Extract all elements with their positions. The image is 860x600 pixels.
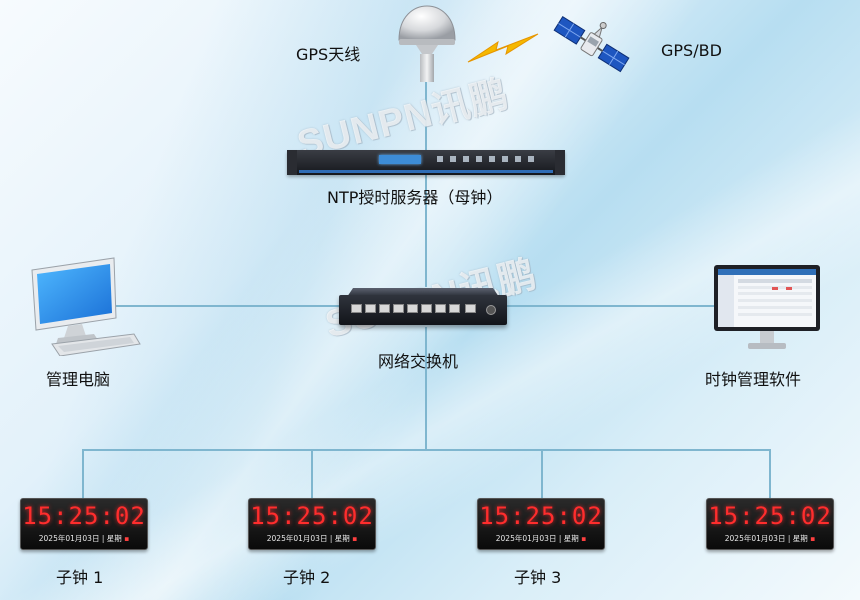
slave-clock-2: 15:25:02 2025年01月03日 | 星期 ▪ <box>248 498 376 550</box>
connector-server-switch <box>425 175 427 287</box>
connector-switch-software <box>507 305 717 307</box>
switch-label: 网络交换机 <box>378 352 459 371</box>
clock-time: 15:25:02 <box>22 502 146 530</box>
clock-time: 15:25:02 <box>479 502 603 530</box>
connector-pc-switch <box>115 305 340 307</box>
gps-antenna-label: GPS天线 <box>296 45 361 64</box>
connector-clock-3 <box>541 449 543 498</box>
connector-switch-bus <box>425 327 427 450</box>
connector-antenna-server <box>425 78 427 150</box>
software-label: 时钟管理软件 <box>705 370 802 389</box>
clock-date-line: 2025年01月03日 | 星期 ▪ <box>495 534 587 543</box>
ntp-server-device <box>287 150 565 175</box>
slave-clock-4: 15:25:02 2025年01月03日 | 星期 ▪ <box>706 498 834 550</box>
clock-date-line: 2025年01月03日 | 星期 ▪ <box>724 534 816 543</box>
connector-clock-bus <box>82 449 771 451</box>
satellite-label: GPS/BD <box>661 41 722 60</box>
slave-clock-3: 15:25:02 2025年01月03日 | 星期 ▪ <box>477 498 605 550</box>
network-switch-device <box>339 285 507 327</box>
gps-antenna-icon <box>396 4 458 84</box>
slave-clock-2-label: 子钟 2 <box>283 568 331 587</box>
management-pc-label: 管理电脑 <box>46 370 111 389</box>
server-display <box>379 155 421 164</box>
clock-time: 15:25:02 <box>708 502 832 530</box>
connector-clock-4 <box>769 449 771 498</box>
connector-clock-2 <box>311 449 313 498</box>
satellite-icon <box>548 12 634 78</box>
clock-date-line: 2025年01月03日 | 星期 ▪ <box>266 534 358 543</box>
ntp-server-label: NTP授时服务器（母钟） <box>327 188 503 207</box>
clock-date-line: 2025年01月03日 | 星期 ▪ <box>38 534 130 543</box>
connector-clock-1 <box>82 449 84 498</box>
management-pc-icon <box>28 256 143 357</box>
clock-time: 15:25:02 <box>250 502 374 530</box>
slave-clock-3-label: 子钟 3 <box>514 568 562 587</box>
slave-clock-1: 15:25:02 2025年01月03日 | 星期 ▪ <box>20 498 148 550</box>
lightning-icon <box>466 32 540 66</box>
software-monitor-icon <box>712 263 824 353</box>
slave-clock-1-label: 子钟 1 <box>56 568 104 587</box>
